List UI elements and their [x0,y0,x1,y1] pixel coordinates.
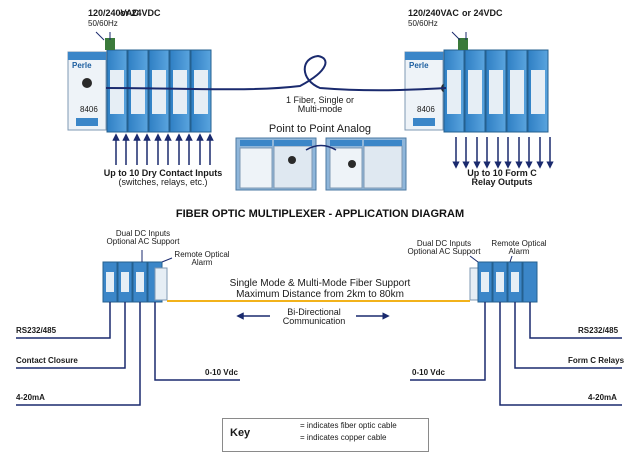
top-left-power-line2: 50/60Hz [88,19,118,28]
legend-key [222,418,429,452]
fiber-support: Single Mode & Multi-Mode Fiber Support M… [200,278,440,300]
left-dual-dc-line2: Optional AC Support [106,237,180,247]
top-right-power-line2: 50/60Hz [408,19,438,28]
left-alarm-line1: Remote Optical [174,250,230,259]
bottom-right-unit [469,261,538,303]
bidirectional-line2: Communication [282,316,346,327]
fiber-label: 1 Fiber, Single or Multi-mode [270,95,370,115]
p2p-title: Point to Point Analog [268,123,372,135]
input-arrows [112,133,214,165]
left-signal-contact-closure: Contact Closure [16,356,78,365]
outputs-label-line2: Relay Outputs [471,177,533,188]
fiber-support-line1: Single Mode & Multi-Mode Fiber Support [229,278,411,289]
module-logo-right: Perle [409,61,429,70]
left-signal-4-20ma: 4-20mA [16,393,45,402]
legend-key-title: Key [230,427,251,439]
copper-cables-left [16,302,240,406]
top-right-unit [404,38,549,133]
right-signal-rs232: RS232/485 [578,326,619,335]
top-left-power-line1: 120/240VAC [88,8,139,18]
module-model-right: 8406 [417,105,435,114]
output-arrows [452,137,554,169]
right-signal-form-c: Form C Relays [568,356,625,365]
right-alarm-line2: Alarm [508,247,530,257]
left-signal-0-10vdc: 0-10 Vdc [205,368,238,377]
left-alarm: Remote Optical Alarm [166,250,238,268]
module-model-left: 8406 [80,105,98,114]
module-logo-left: Perle [72,61,92,70]
outputs-label: Up to 10 Form C Relay Outputs [452,168,552,188]
legend-fiber-text: = indicates fiber optic cable [300,421,397,430]
right-signal-0-10vdc: 0-10 Vdc [412,368,445,377]
copper-cables-right [410,302,622,406]
top-right-power-line1: 120/240VAC [408,8,459,18]
left-signal-rs232: RS232/485 [16,326,57,335]
right-alarm: Remote Optical Alarm [484,239,554,257]
fiber-label-line2: Multi-mode [297,104,343,115]
legend-copper-text: = indicates copper cable [300,433,387,442]
diagram-title: FIBER OPTIC MULTIPLEXER - APPLICATION DI… [175,208,465,220]
inputs-label-line2: (switches, relays, etc.) [118,177,208,188]
main-module [67,51,107,131]
right-dual-dc: Dual DC Inputs Optional AC Support [398,239,490,257]
top-left-dc: or 24VDC [120,8,161,18]
left-alarm-line2: Alarm [191,258,213,268]
fiber-port-icon [82,78,92,88]
left-dual-dc: Dual DC Inputs Optional AC Support [98,229,188,247]
right-alarm-line1: Remote Optical [491,239,547,248]
fiber-support-line2: Maximum Distance from 2km to 80km [236,288,404,300]
top-left-unit [67,38,212,133]
top-right-dc: or 24VDC [462,8,503,18]
bidirectional-line1: Bi-Directional [287,307,341,317]
bottom-left-unit [102,261,168,303]
right-dual-dc-line1: Dual DC Inputs [416,239,472,248]
inputs-label-line1: Up to 10 Dry Contact Inputs [103,168,223,178]
fiber-link-top [105,54,447,92]
outputs-label-line1: Up to 10 Form C [467,168,537,178]
p2p-analog-units [235,137,407,191]
right-signal-4-20ma: 4-20mA [588,393,617,402]
bidirectional-label: Bi-Directional Communication [272,307,356,327]
inputs-label: Up to 10 Dry Contact Inputs (switches, r… [96,168,230,188]
right-dual-dc-line2: Optional AC Support [407,247,481,257]
left-dual-dc-line1: Dual DC Inputs [115,229,171,238]
fiber-label-line1: 1 Fiber, Single or [285,95,355,105]
